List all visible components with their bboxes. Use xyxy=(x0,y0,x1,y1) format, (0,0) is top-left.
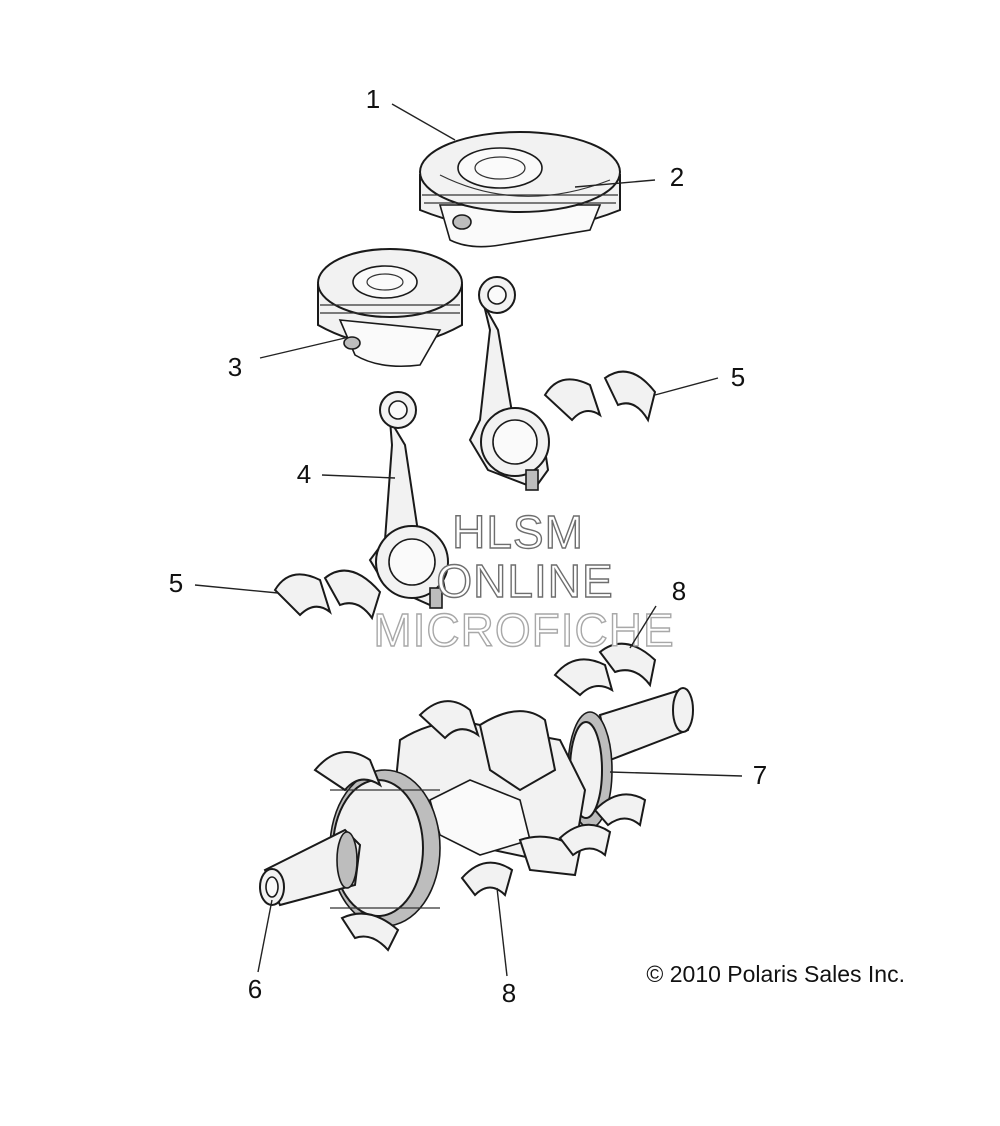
callouts: 1 2 3 4 5 5 8 7 6 8 xyxy=(169,84,767,1008)
callout-8-lower: 8 xyxy=(502,978,516,1008)
callout-2: 2 xyxy=(670,162,684,192)
watermark-line3: MICROFICHE xyxy=(373,604,674,656)
callout-1: 1 xyxy=(366,84,380,114)
piston-upper xyxy=(419,131,621,248)
connecting-rod-right xyxy=(468,276,550,491)
callout-7: 7 xyxy=(753,760,767,790)
callout-8-upper: 8 xyxy=(672,576,686,606)
leader-lines xyxy=(194,103,743,977)
rod-bearings-left xyxy=(273,569,382,621)
callout-3: 3 xyxy=(228,352,242,382)
copyright-text: © 2010 Polaris Sales Inc. xyxy=(646,961,905,987)
callout-5-left: 5 xyxy=(169,568,183,598)
callout-4: 4 xyxy=(297,459,311,489)
watermark-line1: HLSM xyxy=(452,506,584,558)
rod-bearings-right xyxy=(543,370,657,423)
crankshaft xyxy=(259,687,694,927)
main-bearings-upper xyxy=(553,642,657,697)
connecting-rod-left xyxy=(368,391,449,609)
callout-6: 6 xyxy=(248,974,262,1004)
main-bearings-lower xyxy=(340,861,514,952)
watermark: HLSM ONLINE MICROFICHE xyxy=(373,505,675,656)
watermark-line2: ONLINE xyxy=(436,555,613,607)
callout-5-right: 5 xyxy=(731,362,745,392)
piston-lower xyxy=(317,248,463,368)
